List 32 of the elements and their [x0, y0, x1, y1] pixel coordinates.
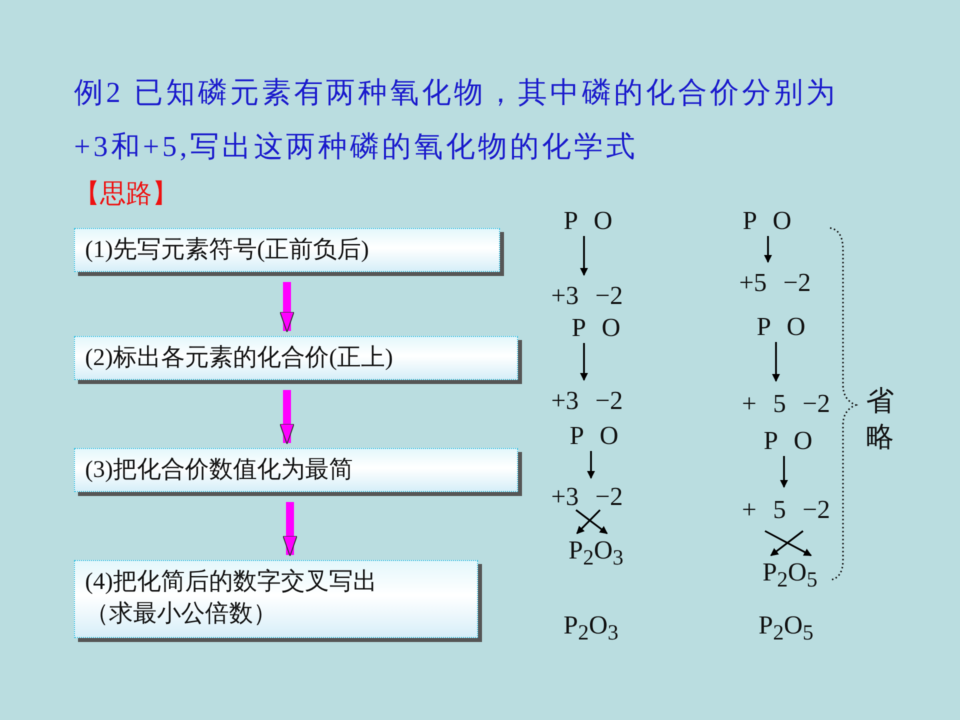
formula-text: P O [564, 206, 612, 236]
arrow [280, 282, 294, 332]
formula-text: P O [756, 312, 806, 342]
arrow [770, 530, 804, 556]
formula-text: P$_{2}$O$_{3}$ [568, 535, 624, 571]
title-text: 例2 已知磷元素有两种氧化物，其中磷的化合价分别为+3和+5,写出这两种磷的氧化物的化学式 [74, 76, 839, 165]
arrow [764, 236, 772, 263]
formula-text: P O [570, 421, 618, 451]
formula-text: +5 −2 [739, 268, 811, 298]
formula-text: P$_{2}$O$_{5}$ [762, 557, 818, 593]
arrow [780, 456, 788, 488]
formula-text: + 5 −2 [742, 495, 830, 525]
arrow [282, 502, 298, 556]
formula-text: P$_{2}$O$_{5}$ [758, 610, 814, 646]
formula-text: +3 −2 [551, 386, 623, 416]
formula-text: +3 −2 [551, 281, 623, 311]
section-heading: 【思路】 [74, 178, 178, 210]
formula-text: P$_{2}$O$_{3}$ [564, 610, 618, 646]
formula-text: + 5 −2 [742, 389, 830, 419]
arrow [280, 390, 294, 444]
omitted-note: 省略 [866, 385, 894, 455]
arrow [764, 530, 812, 556]
arrow [772, 342, 780, 382]
formula-text: P O [764, 426, 812, 456]
arrow [580, 236, 588, 276]
formula-text: P O [572, 313, 620, 343]
formula-text: P O [742, 206, 792, 236]
formula-text: +3 −2 [551, 482, 623, 512]
arrow [587, 451, 595, 479]
arrow [580, 343, 588, 381]
arrow [576, 509, 601, 534]
arrow [575, 509, 608, 534]
